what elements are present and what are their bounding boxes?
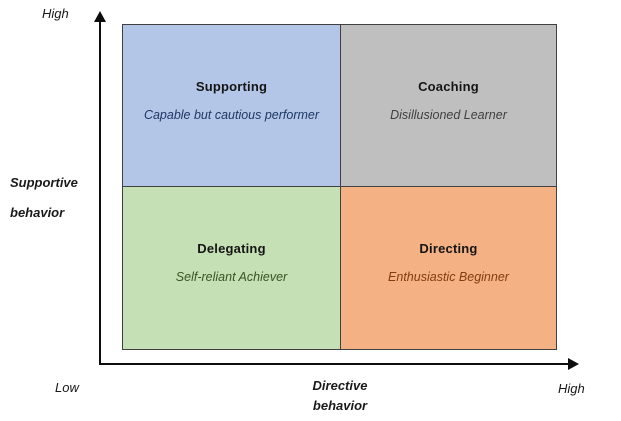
- x-axis-arrowhead-icon: [568, 358, 579, 370]
- quadrant-directing: Directing Enthusiastic Beginner: [341, 187, 556, 349]
- quadrant-subtitle: Disillusioned Learner: [390, 108, 507, 122]
- y-axis-line: [99, 21, 101, 365]
- x-axis-high-label: High: [558, 381, 585, 396]
- quadrant-grid: Supporting Capable but cautious performe…: [122, 24, 557, 350]
- y-axis-high-label: High: [42, 6, 69, 21]
- quadrant-subtitle: Capable but cautious performer: [143, 108, 320, 122]
- x-axis-title-line2: behavior: [312, 398, 368, 413]
- y-axis-title-line1: Supportive: [10, 175, 78, 190]
- quadrant-delegating: Delegating Self-reliant Achiever: [123, 187, 340, 349]
- x-axis-title-line1: Directive: [312, 378, 368, 393]
- quadrant-title: Supporting: [195, 79, 268, 94]
- quadrant-title: Coaching: [418, 79, 479, 94]
- quadrant-subtitle: Enthusiastic Beginner: [388, 270, 509, 284]
- quadrant-subtitle: Self-reliant Achiever: [175, 270, 288, 284]
- quadrant-title: Directing: [419, 241, 478, 256]
- x-axis-low-label: Low: [55, 380, 79, 395]
- quadrant-supporting: Supporting Capable but cautious performe…: [123, 25, 340, 186]
- x-axis-line: [100, 363, 570, 365]
- x-axis-title: Directive behavior: [280, 376, 400, 416]
- quadrant-coaching: Coaching Disillusioned Learner: [341, 25, 556, 186]
- y-axis-title-line2: behavior: [10, 205, 65, 220]
- y-axis-title: Supportive behavior: [10, 175, 78, 221]
- y-axis-arrowhead-icon: [94, 11, 106, 22]
- quadrant-title: Delegating: [197, 241, 266, 256]
